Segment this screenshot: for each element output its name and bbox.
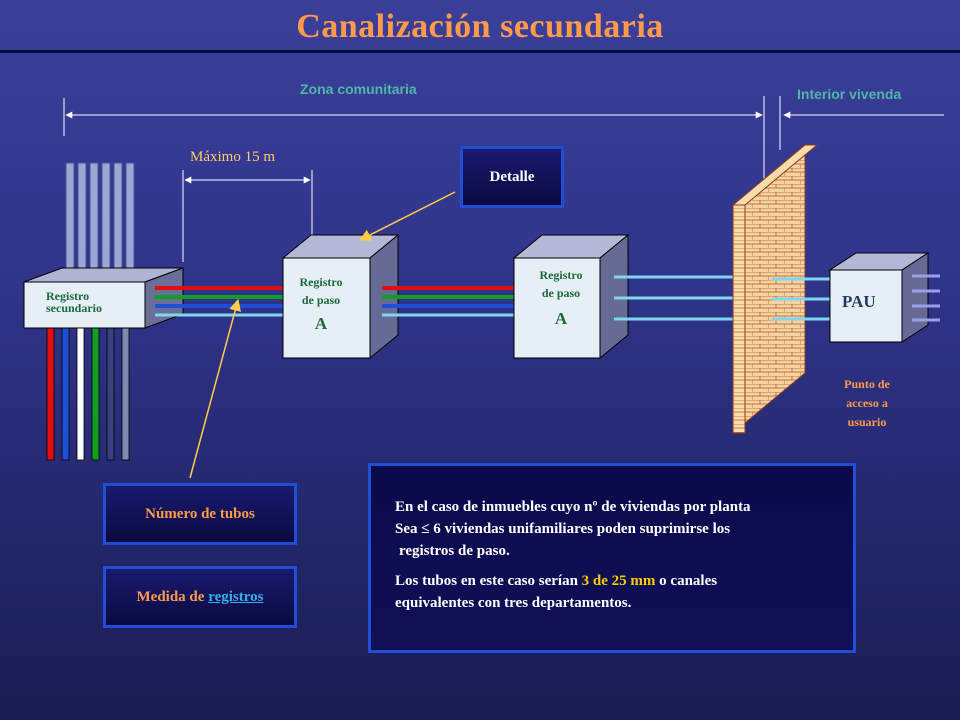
interior-vivenda-label: Interior vivenda <box>797 86 902 102</box>
registro-secundario-label: Registro secundario <box>46 290 102 314</box>
info-line2: Sea ≤ 6 viviendas unifamiliares poden su… <box>395 521 731 537</box>
tubes-segment-4 <box>772 277 830 321</box>
brick-wall <box>731 143 819 435</box>
registro-paso-2-letter: A <box>554 309 568 328</box>
pau-label: PAU <box>842 292 876 311</box>
registro-paso-1-label: Registro de paso A <box>283 272 359 334</box>
medida-registros-button[interactable]: Medida de registros <box>103 566 297 628</box>
punto-acceso-line3: usuario <box>847 415 887 429</box>
maximo-distance-label: Máximo 15 m <box>190 149 275 165</box>
registro-paso-1-line2: de paso <box>301 293 341 307</box>
pau-output-lines <box>912 274 940 322</box>
registro-paso-2-line1: Registro <box>539 268 583 282</box>
info-p2-after: o canales <box>659 573 718 589</box>
registro-paso-2-label: Registro de paso A <box>514 265 608 329</box>
pau-box <box>828 252 930 343</box>
punto-acceso-line2: acceso a <box>846 396 888 410</box>
info-p2-highlight: 3 de 25 mm <box>581 573 656 589</box>
registro-paso-2-box <box>512 233 630 360</box>
registro-paso-1-letter: A <box>314 314 328 333</box>
registro-paso-1-line1: Registro <box>299 275 343 289</box>
tubes-segment-1 <box>155 286 283 317</box>
registro-secundario-line2: secundario <box>46 301 103 315</box>
registro-secundario-box <box>23 267 184 329</box>
info-paragraph2: Los tubos en este caso serían 3 de 25 mm… <box>395 570 843 592</box>
info-p2-before: Los tubos en este caso serían <box>395 573 578 589</box>
medida-prefix: Medida de <box>136 588 205 605</box>
registro-paso-2-line2: de paso <box>541 286 581 300</box>
pointer-arrows <box>189 191 456 479</box>
punto-acceso-label: Punto de acceso a usuario <box>822 375 912 432</box>
tubes-segment-2 <box>382 286 514 317</box>
registros-link[interactable]: registros <box>208 588 264 605</box>
zona-comunitaria-label: Zona comunitaria <box>300 81 417 97</box>
info-p2-line2: equivalentes con tres departamentos. <box>395 595 632 611</box>
tubes-segment-3 <box>614 275 737 321</box>
info-line3: registros de paso. <box>399 543 510 559</box>
zone-dimension-lines <box>63 96 944 262</box>
info-panel: En el caso de inmuebles cuyo nº de vivie… <box>368 463 856 653</box>
riser-tubes-top <box>65 162 135 274</box>
info-line1: En el caso de inmuebles cuyo nº de vivie… <box>395 499 751 515</box>
riser-tubes-bottom <box>46 326 130 461</box>
numero-tubos-button[interactable]: Número de tubos <box>103 483 297 545</box>
punto-acceso-line1: Punto de <box>844 377 890 391</box>
title-divider <box>0 50 960 53</box>
registro-secundario-line1: Registro <box>46 289 90 303</box>
page-title: Canalización secundaria <box>296 8 664 45</box>
detalle-button[interactable]: Detalle <box>460 146 564 208</box>
